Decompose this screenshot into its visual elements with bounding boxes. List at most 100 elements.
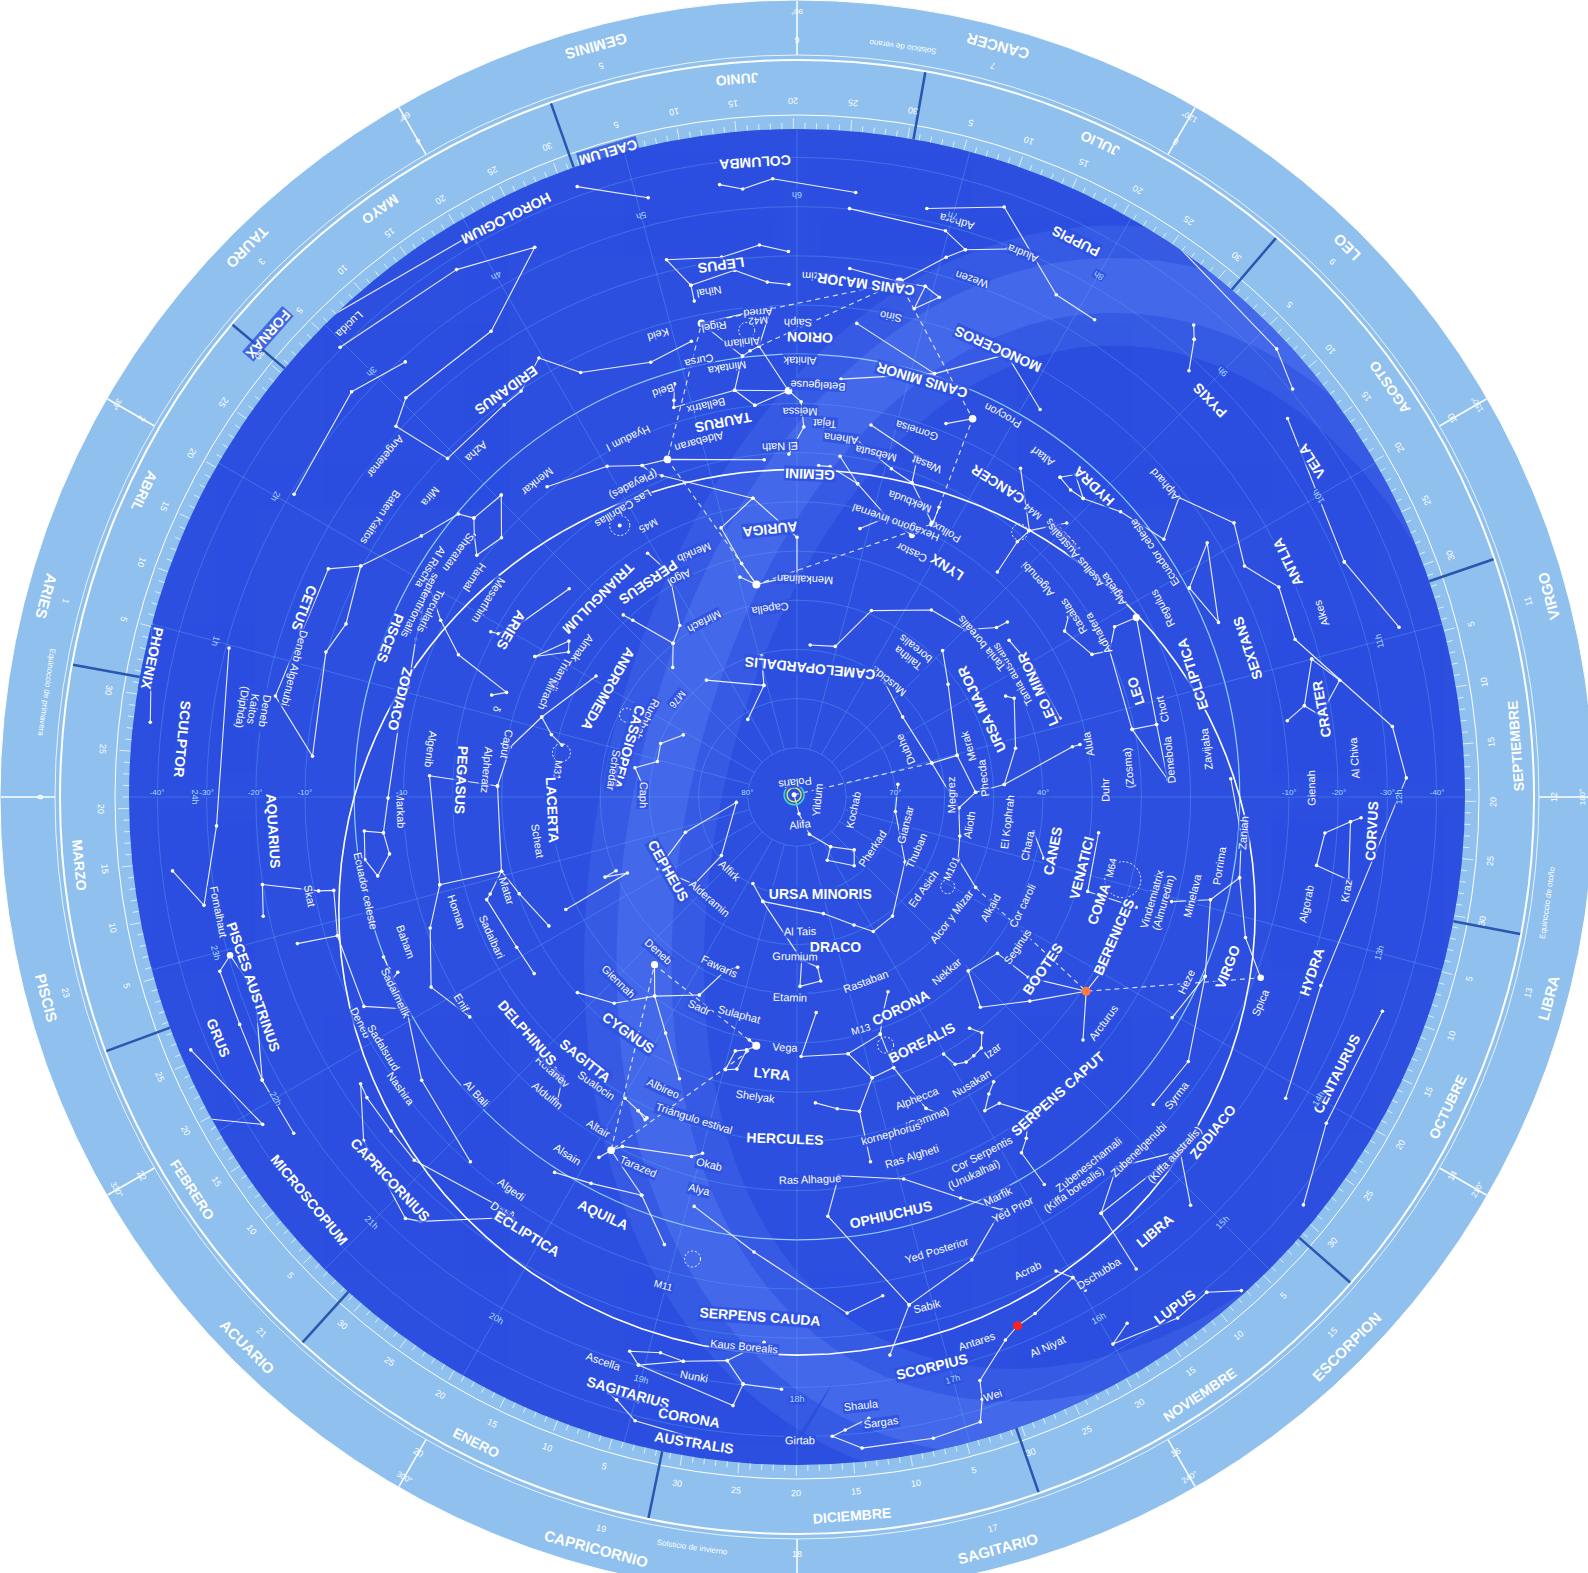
hour-number: 14 bbox=[1446, 1168, 1460, 1183]
star bbox=[489, 330, 493, 334]
day-tick bbox=[123, 773, 129, 774]
constellation-line bbox=[566, 871, 628, 910]
day-tick bbox=[1261, 313, 1265, 317]
constellation-line bbox=[498, 676, 597, 786]
day-tick bbox=[189, 1086, 194, 1089]
day-tick bbox=[1376, 1130, 1386, 1136]
day-tick bbox=[850, 120, 852, 131]
degree-number: 150° bbox=[1469, 394, 1486, 414]
day-tick bbox=[989, 1437, 991, 1443]
star bbox=[1162, 537, 1166, 541]
day-tick bbox=[1420, 1037, 1426, 1039]
season-note: Equinoccio de primavera bbox=[36, 646, 57, 736]
star bbox=[500, 536, 504, 540]
hour-number: 6 bbox=[793, 34, 800, 43]
star bbox=[738, 575, 742, 579]
star-name: Polaris bbox=[777, 774, 814, 790]
star bbox=[860, 1446, 864, 1450]
ra-hour-label: 2h bbox=[268, 488, 282, 503]
star bbox=[1090, 653, 1094, 657]
day-tick bbox=[1374, 456, 1384, 462]
star-name: Giennah bbox=[598, 963, 637, 1002]
day-tick bbox=[315, 1264, 319, 1268]
star bbox=[660, 474, 664, 478]
star bbox=[1188, 586, 1192, 590]
day-tick bbox=[975, 147, 977, 153]
day-tick bbox=[158, 568, 168, 572]
zodiac-sign: ARIES bbox=[32, 570, 60, 620]
star bbox=[771, 177, 775, 181]
day-number: 25 bbox=[1421, 492, 1435, 507]
star bbox=[1338, 678, 1342, 682]
day-tick bbox=[231, 1166, 240, 1172]
day-tick bbox=[712, 128, 714, 134]
day-tick bbox=[1124, 205, 1129, 215]
day-tick bbox=[633, 1445, 635, 1451]
day-tick bbox=[1435, 994, 1441, 996]
star bbox=[795, 536, 799, 540]
day-tick bbox=[1318, 1216, 1323, 1220]
star bbox=[838, 455, 842, 459]
day-tick bbox=[700, 130, 702, 136]
ra-hour-label: 22h bbox=[266, 1089, 283, 1108]
star bbox=[1302, 1203, 1306, 1207]
star-name: Nunki bbox=[678, 1369, 710, 1386]
star bbox=[731, 1404, 735, 1408]
day-tick bbox=[1435, 596, 1441, 598]
star bbox=[261, 883, 265, 887]
star bbox=[589, 1182, 593, 1186]
star bbox=[751, 882, 755, 886]
day-tick bbox=[1093, 193, 1096, 198]
star bbox=[852, 864, 856, 868]
star bbox=[1065, 521, 1069, 525]
star bbox=[404, 1217, 408, 1221]
star bbox=[1003, 783, 1007, 787]
star bbox=[718, 183, 722, 187]
day-tick bbox=[807, 1465, 808, 1471]
star bbox=[633, 1419, 637, 1423]
star-name: Alpheratz bbox=[478, 745, 494, 794]
constellation-line bbox=[294, 362, 405, 494]
star bbox=[726, 1359, 730, 1363]
star bbox=[1275, 347, 1279, 351]
star-name: Ecuador celeste bbox=[1127, 515, 1182, 588]
star bbox=[336, 934, 340, 938]
day-tick bbox=[1337, 400, 1342, 404]
star bbox=[545, 485, 549, 489]
star-name: Nihal bbox=[695, 283, 724, 299]
day-number: 15 bbox=[485, 1417, 500, 1431]
star bbox=[741, 187, 745, 191]
star bbox=[396, 971, 400, 975]
star-name: Yildum bbox=[811, 782, 826, 818]
star-name: Sadalmelik bbox=[378, 965, 413, 1020]
day-tick bbox=[492, 196, 495, 201]
hour-number: 2 bbox=[135, 413, 147, 424]
month-boundary bbox=[551, 103, 574, 167]
hour-number: 7 bbox=[989, 59, 998, 70]
star bbox=[1006, 620, 1010, 624]
day-tick bbox=[655, 1450, 656, 1456]
star bbox=[671, 641, 675, 645]
star bbox=[698, 993, 702, 997]
object-label: M42 bbox=[746, 314, 768, 326]
day-tick bbox=[1465, 801, 1476, 802]
day-tick bbox=[1463, 743, 1474, 745]
day-number: 30 bbox=[1325, 1235, 1340, 1250]
star-name: Mekbuda bbox=[885, 488, 933, 516]
star bbox=[1097, 831, 1101, 835]
hour-number: 21 bbox=[253, 1325, 268, 1340]
star bbox=[902, 1177, 906, 1181]
pole-ring bbox=[787, 788, 801, 802]
star bbox=[659, 742, 663, 746]
constellation-name: LEPUS bbox=[696, 255, 746, 276]
declination-label: -20° bbox=[247, 789, 264, 797]
star bbox=[1303, 704, 1307, 708]
day-tick bbox=[1330, 391, 1335, 395]
day-tick bbox=[323, 1272, 327, 1276]
star bbox=[787, 452, 791, 456]
day-tick bbox=[1461, 720, 1467, 722]
day-tick bbox=[441, 225, 444, 230]
star bbox=[690, 1155, 694, 1159]
star-name: Antares bbox=[957, 1330, 999, 1353]
star bbox=[457, 512, 461, 516]
